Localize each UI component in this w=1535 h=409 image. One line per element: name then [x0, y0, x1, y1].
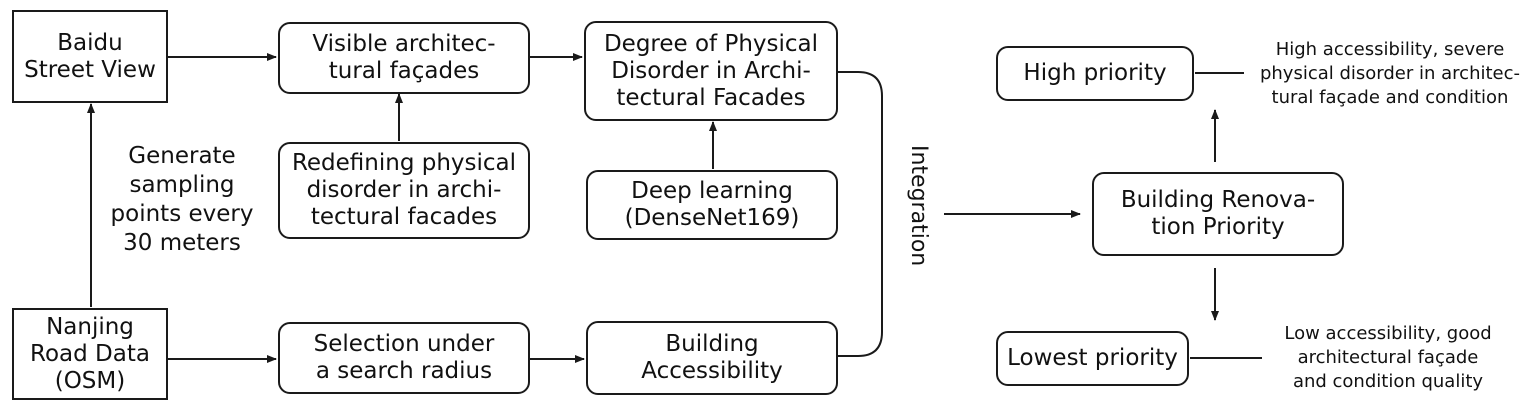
node-baidu-street-view: Baidu Street View [12, 10, 168, 103]
node-deep-label: Deep learning (DenseNet169) [624, 178, 800, 231]
node-redefining-disorder: Redefining physical disorder in archi- t… [278, 142, 530, 239]
node-redefining-label: Redefining physical disorder in archi- t… [291, 150, 517, 230]
node-deep-learning: Deep learning (DenseNet169) [586, 170, 838, 240]
node-lowest-priority: Lowest priority [996, 331, 1189, 386]
node-priority-label: Building Renova- tion Priority [1120, 187, 1316, 240]
label-generate-sampling: Generate sampling points every 30 meters [110, 143, 254, 256]
node-degree-label: Degree of Physical Disorder in Archi- te… [603, 30, 819, 111]
node-renovation-priority: Building Renova- tion Priority [1092, 172, 1344, 256]
node-selection-search-radius: Selection under a search radius [278, 322, 530, 394]
node-high-priority: High priority [996, 46, 1194, 101]
note-high-priority: High accessibility, severe physical diso… [1259, 39, 1521, 108]
node-visible-label: Visible architec- tural façades [312, 31, 496, 84]
integration-bracket [838, 71, 883, 357]
node-baidu-label: Baidu Street View [24, 29, 156, 83]
node-visible-facades: Visible architec- tural façades [278, 22, 530, 94]
node-degree-physical-disorder: Degree of Physical Disorder in Archi- te… [584, 21, 838, 121]
node-high-label: High priority [1023, 60, 1167, 86]
node-lowest-label: Lowest priority [1007, 345, 1178, 371]
node-nanjing-label: Nanjing Road Data (OSM) [30, 313, 150, 394]
label-integration: Integration [906, 145, 931, 267]
node-selection-label: Selection under a search radius [313, 331, 495, 384]
note-lowest-priority: Low accessibility, good architectural fa… [1284, 323, 1492, 392]
node-accessibility-label: Building Accessibility [641, 331, 783, 384]
node-nanjing-road-data: Nanjing Road Data (OSM) [12, 308, 168, 400]
node-building-accessibility: Building Accessibility [586, 321, 838, 395]
